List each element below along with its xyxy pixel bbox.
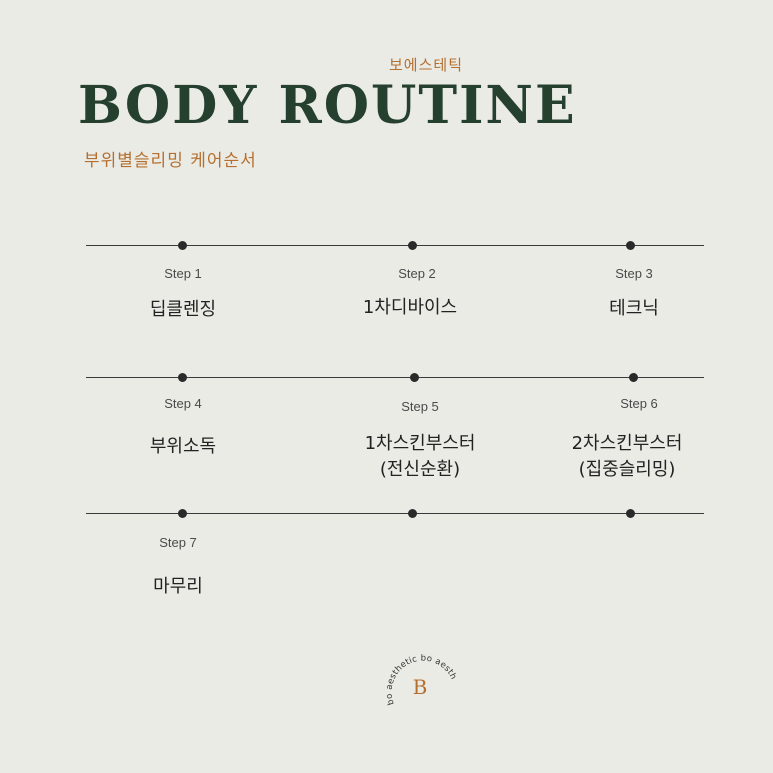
timeline-line-2 [86, 377, 704, 378]
step-dot [629, 373, 638, 382]
step-5-label: Step 5 [401, 399, 439, 414]
step-dot [178, 373, 187, 382]
step-3-label: Step 3 [615, 266, 653, 281]
step-4-name: 부위소독 [149, 436, 217, 457]
step-3-name: 테크닉 [609, 298, 659, 319]
step-7-name: 마무리 [153, 576, 203, 597]
step-dot [408, 509, 417, 518]
step-6-name: 2차스킨부스터 [571, 433, 683, 454]
page-subtitle: 부위별슬리밍 케어순서 [84, 151, 257, 171]
step-1-name: 딥클렌징 [149, 299, 217, 320]
logo-letter: B [413, 675, 428, 699]
brand-small-label: 보에스테틱 [389, 56, 464, 74]
step-5-sub: (전신순환) [379, 459, 461, 480]
step-dot [626, 241, 635, 250]
step-dot [626, 509, 635, 518]
brand-logo: bo aesthetic bo aesthetic B [369, 631, 464, 730]
timeline-line-1 [86, 245, 704, 246]
step-6-sub: (집중슬리밍) [578, 459, 676, 480]
step-dot [178, 509, 187, 518]
step-dot [408, 241, 417, 250]
page-title: BODY ROUTINE [78, 75, 577, 136]
step-5-name: 1차스킨부스터 [364, 433, 476, 454]
step-dot [410, 373, 419, 382]
step-7-label: Step 7 [159, 535, 197, 550]
timeline-line-3 [86, 513, 704, 514]
step-4-label: Step 4 [164, 396, 202, 411]
step-2-label: Step 2 [398, 266, 436, 281]
step-2-name: 1차디바이스 [362, 297, 458, 318]
step-dot [178, 241, 187, 250]
step-1-label: Step 1 [164, 266, 202, 281]
step-6-label: Step 6 [620, 396, 658, 411]
